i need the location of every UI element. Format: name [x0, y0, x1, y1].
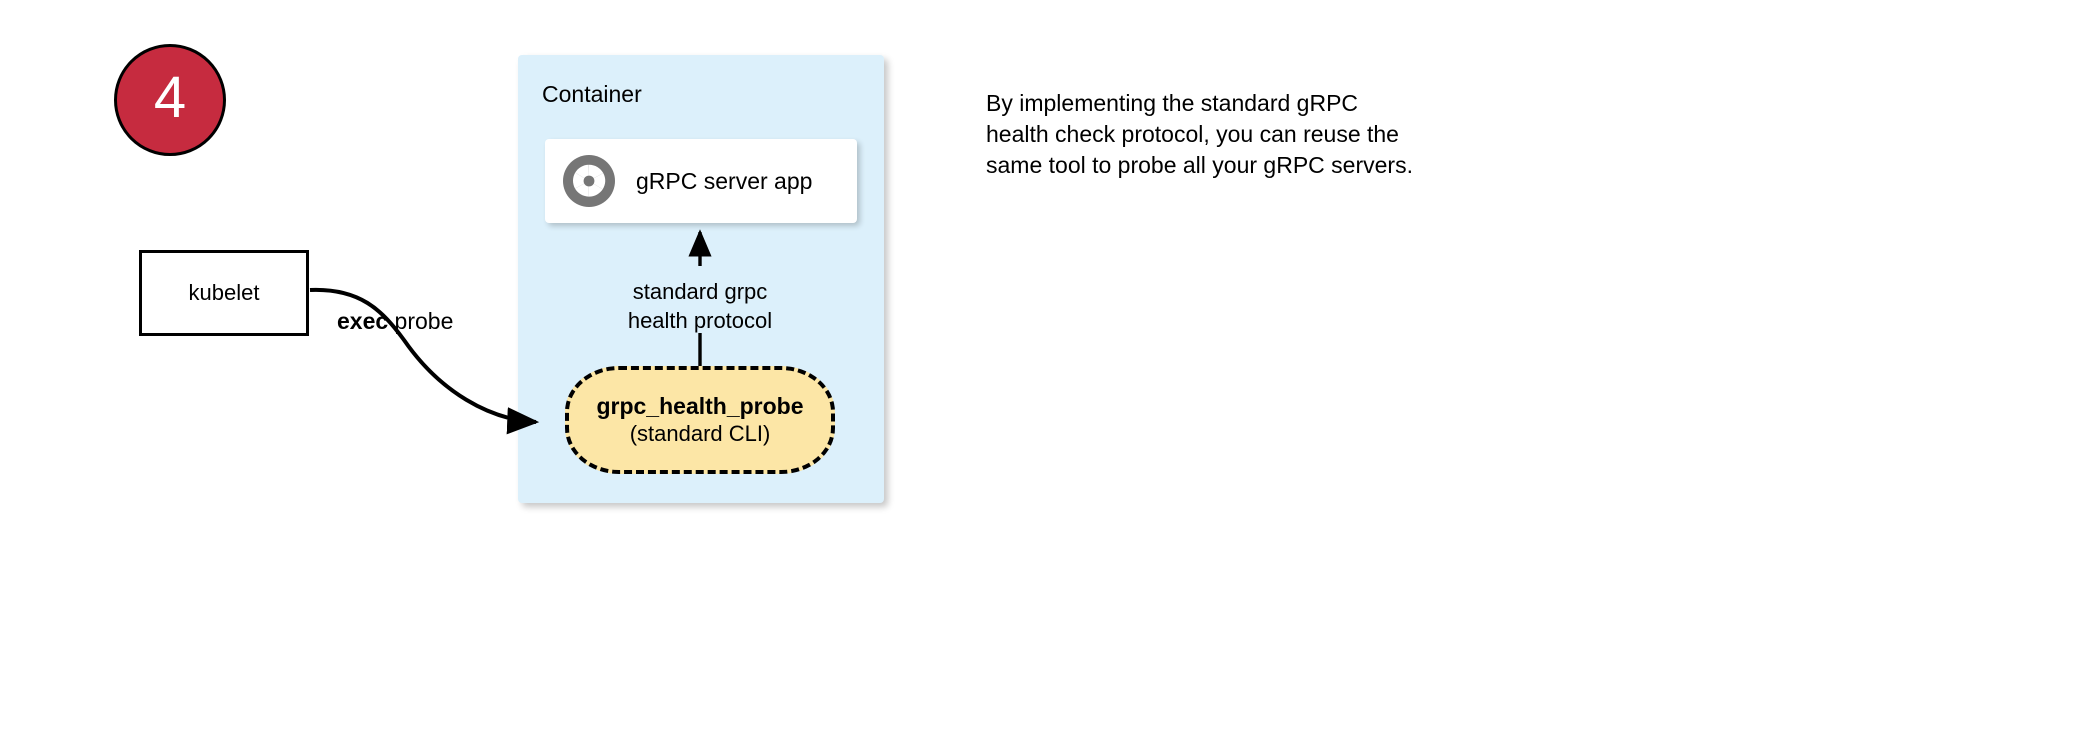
grpc-health-probe-title: grpc_health_probe	[596, 393, 804, 420]
health-protocol-edge-label: standard grpc health protocol	[600, 277, 800, 335]
grpc-health-probe-subtitle: (standard CLI)	[629, 420, 771, 446]
container-title: Container	[542, 81, 642, 107]
exec-keyword: exec	[337, 308, 389, 334]
step-number-badge: 4	[114, 44, 226, 156]
health-protocol-line-1: standard grpc	[632, 279, 768, 304]
grpc-server-app-label: gRPC server app	[636, 167, 813, 194]
exec-probe-edge-label: exec probe	[337, 308, 453, 335]
grpc-aperture-icon	[561, 153, 617, 209]
step-number-label: 4	[153, 65, 187, 130]
kubelet-label: kubelet	[188, 280, 260, 305]
kubelet-box: kubelet	[139, 250, 309, 336]
grpc-health-probe-node: grpc_health_probe (standard CLI)	[565, 366, 835, 474]
probe-word: probe	[388, 308, 454, 334]
grpc-server-app-card: gRPC server app	[545, 139, 857, 223]
explanation-text: By implementing the standard gRPC health…	[986, 90, 1413, 178]
health-protocol-line-2: health protocol	[627, 308, 773, 333]
